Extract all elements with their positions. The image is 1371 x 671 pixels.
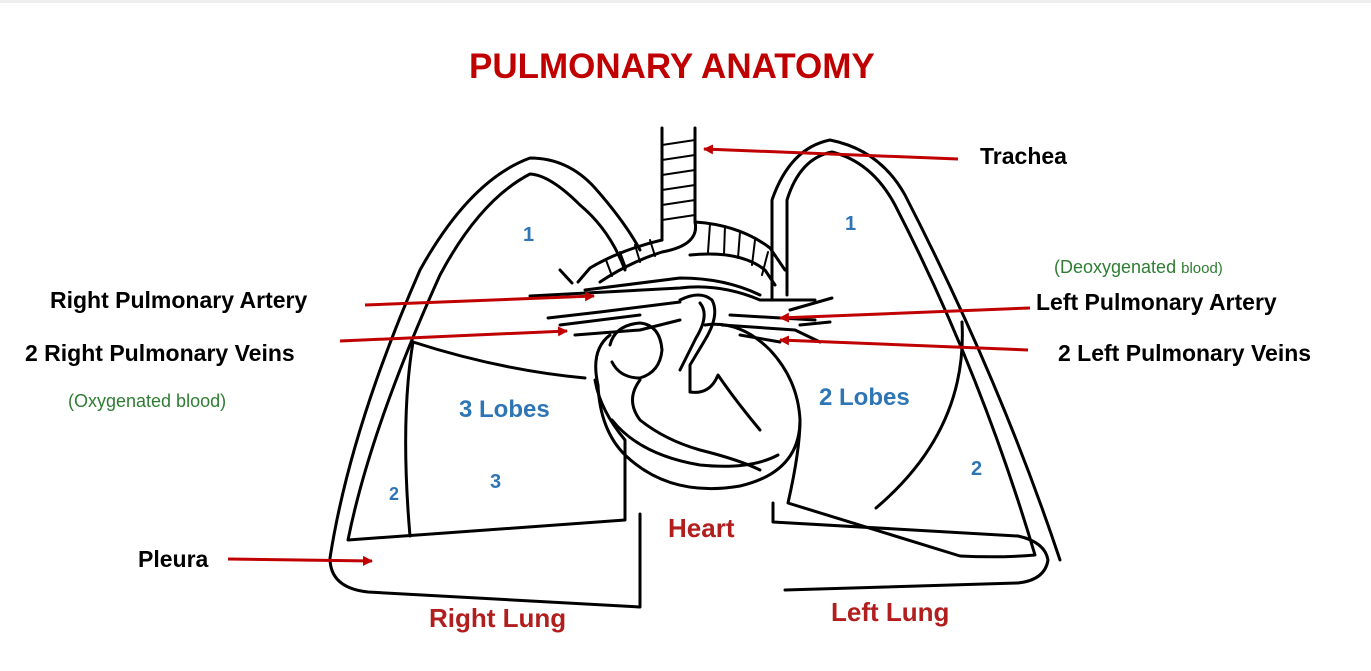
right-pulmonary-veins-label: 2 Right Pulmonary Veins — [25, 340, 295, 366]
left-lung-label: Left Lung — [831, 597, 950, 627]
heart-aorta — [678, 293, 717, 394]
right-pulmonary-veins-arrow — [339, 326, 568, 343]
deoxygenated-blood-note: (Deoxygenated blood) — [1054, 257, 1223, 278]
diagram-title: PULMONARY ANATOMY — [469, 47, 875, 86]
left-pulmonary-veins — [720, 313, 822, 344]
heart-outline — [594, 322, 802, 491]
right-lung-horizontal-fissure — [411, 340, 587, 380]
oxygenated-blood-text: (Oxygenated blood — [68, 391, 221, 411]
right-upper-lobe-number: 1 — [523, 224, 535, 246]
left-lung-oblique-fissure — [874, 320, 964, 510]
left-pulmonary-veins-label: 2 Left Pulmonary Veins — [1058, 340, 1312, 366]
left-lung-lobe-count: 2 Lobes — [819, 384, 910, 411]
left-pulmonary-artery-label: Left Pulmonary Artery — [1036, 289, 1277, 315]
left-lung-pleura — [770, 138, 1062, 592]
pulmonary-artery-right-branch — [528, 268, 817, 302]
left-upper-lobe-number: 1 — [845, 213, 857, 235]
trachea-rings — [661, 139, 696, 221]
pleura-label: Pleura — [138, 546, 209, 572]
bronchus-rings-right — [605, 239, 656, 277]
right-lung-oblique-fissure — [404, 340, 415, 538]
heart-label: Heart — [668, 513, 735, 543]
pleura-arrow — [227, 555, 373, 566]
oxygenated-blood-note: (Oxygenated blood) — [68, 391, 226, 412]
right-lung-lobe-count: 3 Lobes — [459, 396, 550, 423]
left-lung-outline — [785, 150, 1037, 559]
left-artery-branch — [788, 296, 834, 327]
right-lung-label: Right Lung — [429, 603, 567, 633]
right-middle-lobe-number: 2 — [389, 484, 400, 504]
trachea-label: Trachea — [980, 143, 1067, 169]
right-pulmonary-veins — [546, 300, 682, 337]
right-lung-pleura — [328, 156, 642, 609]
pulmonary-artery-upper — [583, 276, 762, 297]
top-border — [0, 0, 1371, 3]
heart-ventricle-inner — [610, 373, 780, 468]
right-pulmonary-artery-label: Right Pulmonary Artery — [50, 287, 308, 313]
heart-right-atrium — [608, 321, 664, 380]
right-pulmonary-artery-arrow — [364, 291, 595, 307]
trachea-arrow — [703, 144, 959, 161]
deoxygenated-blood-text: blood) — [1181, 260, 1223, 277]
oxygenated-blood-close: ) — [220, 391, 227, 411]
left-pulmonary-veins-arrow — [779, 335, 1029, 352]
heart-septum — [631, 378, 762, 472]
right-main-bronchus — [576, 220, 698, 284]
left-pulmonary-artery-arrow — [779, 306, 1031, 323]
deoxygenated-text: (Deoxygenated — [1054, 257, 1177, 277]
bronchus-rings-left — [707, 223, 769, 276]
right-lower-lobe-number: 3 — [490, 471, 502, 493]
left-lower-lobe-number: 2 — [971, 458, 983, 480]
